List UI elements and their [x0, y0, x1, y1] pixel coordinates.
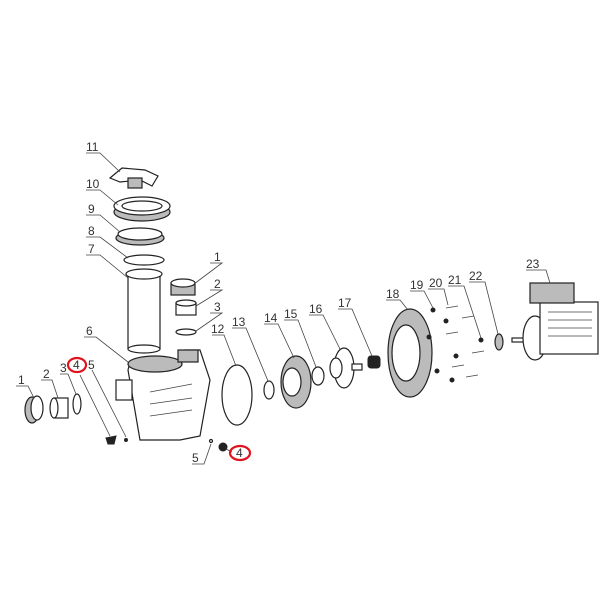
callout-1-top[interactable]: 1: [214, 250, 221, 264]
part-10-lock-ring: [113, 196, 171, 222]
part-9-lid: [115, 227, 165, 246]
part-15-seal-ring: [311, 366, 325, 386]
part-2-union-tail-top: [175, 299, 197, 316]
part-14-diffuser: [280, 355, 312, 409]
part-4-drain-plug-bottom: [218, 442, 228, 452]
highlight-circle-4-left: [66, 356, 88, 374]
callout-23[interactable]: 23: [526, 257, 540, 271]
part-17-mechanical-seal: [367, 355, 381, 369]
part-16-impeller: [329, 347, 363, 389]
part-12-gasket: [221, 364, 253, 426]
part-2-union-tail-left: [49, 397, 69, 419]
callout-19[interactable]: 19: [410, 278, 424, 292]
callout-10[interactable]: 10: [86, 177, 100, 191]
callout-1-left[interactable]: 1: [18, 373, 25, 387]
callout-9[interactable]: 9: [88, 202, 95, 216]
part-1-union-nut-top: [170, 278, 196, 296]
part-1-union-nut-left: [24, 395, 44, 424]
callout-8[interactable]: 8: [88, 224, 95, 238]
part-11-lid-clamp: [108, 167, 159, 189]
callout-2-left[interactable]: 2: [43, 367, 50, 381]
callout-13[interactable]: 13: [232, 315, 246, 329]
callout-12[interactable]: 12: [211, 322, 225, 336]
leader-lines: [16, 152, 551, 465]
part-5-drain-washer-left: [124, 438, 128, 442]
callout-18[interactable]: 18: [386, 287, 400, 301]
callout-6[interactable]: 6: [86, 324, 93, 338]
part-3-o-ring-top: [175, 328, 197, 336]
callout-20[interactable]: 20: [429, 276, 443, 290]
part-5-drain-washer-bottom: [208, 438, 214, 444]
callout-5-bottom[interactable]: 5: [192, 451, 199, 465]
callout-4-bottom-highlighted[interactable]: 4: [236, 446, 243, 460]
part-23-motor: [511, 282, 599, 361]
part-18-seal-plate: [387, 308, 433, 398]
part-22-slinger: [494, 333, 504, 351]
part-6-pump-housing: [115, 349, 211, 441]
part-3-o-ring-left: [72, 393, 82, 415]
callout-14[interactable]: 14: [264, 311, 278, 325]
part-8-o-ring: [123, 254, 165, 266]
callout-11[interactable]: 11: [86, 140, 99, 154]
callout-5-left[interactable]: 5: [88, 358, 95, 372]
callout-17[interactable]: 17: [338, 296, 352, 310]
part-4-drain-plug-left: [105, 435, 117, 445]
callout-15[interactable]: 15: [284, 307, 298, 321]
callout-3-top[interactable]: 3: [214, 300, 221, 314]
part-7-strainer-basket: [125, 268, 163, 354]
callout-labels: 11 10 9 8 7 1 2 3 6 12 13 14 15 16 17 18…: [18, 140, 540, 465]
callout-7[interactable]: 7: [88, 242, 95, 256]
callout-22[interactable]: 22: [469, 269, 483, 283]
callout-4-left-highlighted[interactable]: 4: [73, 358, 80, 372]
highlight-circle-4-bottom: [228, 444, 252, 462]
callout-16[interactable]: 16: [309, 302, 323, 316]
part-13-o-ring: [263, 380, 275, 400]
part-19-20-21-bolts: [426, 305, 485, 383]
callout-21[interactable]: 21: [448, 273, 462, 287]
callout-3-left[interactable]: 3: [60, 361, 67, 375]
callout-2-top[interactable]: 2: [214, 277, 221, 291]
